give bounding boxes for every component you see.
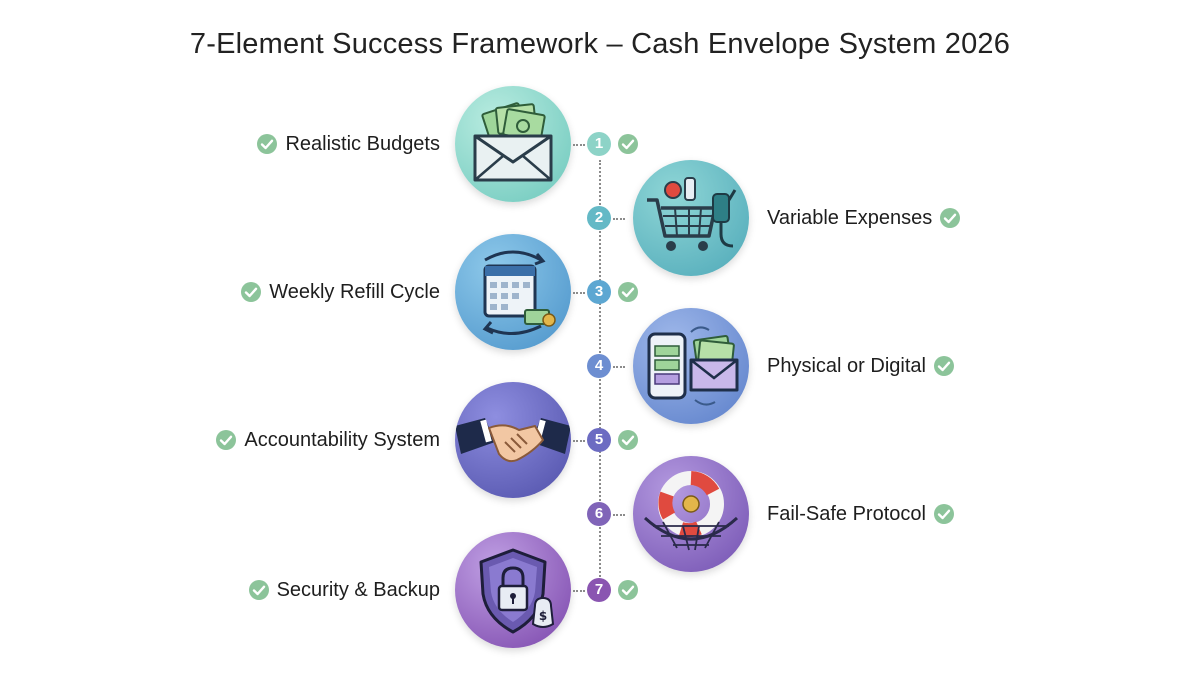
lifebuoy-net-icon — [643, 471, 739, 551]
check-icon — [241, 282, 262, 302]
bubble-security-backup: $ — [455, 532, 571, 648]
check-icon — [940, 208, 961, 228]
bubble-weekly-refill-cycle — [455, 234, 571, 350]
bubble-accountability-system — [455, 382, 571, 498]
page-title: 7-Element Success Framework – Cash Envel… — [189, 28, 1011, 60]
connector-5 — [573, 440, 585, 442]
envelope-cash-icon — [473, 102, 553, 182]
step-number-2: 2 — [587, 206, 611, 230]
phone-envelope-icon — [647, 326, 739, 406]
check-icon — [248, 580, 269, 600]
calendar-refill-icon — [482, 250, 556, 335]
check-icon — [933, 356, 954, 376]
element-label-fail-safe-protocol: Fail-Safe Protocol — [767, 500, 954, 528]
element-label-text: Fail-Safe Protocol — [767, 502, 926, 525]
connector-4 — [613, 366, 625, 368]
element-label-weekly-refill-cycle: Weekly Refill Cycle — [241, 278, 440, 306]
element-label-physical-or-digital: Physical or Digital — [767, 352, 954, 380]
element-label-text: Security & Backup — [276, 578, 440, 601]
element-label-security-backup: Security & Backup — [248, 576, 440, 604]
step-number-7: 7 — [587, 578, 611, 602]
shield-lock-icon: $ — [479, 548, 555, 634]
element-label-accountability-system: Accountability System — [216, 426, 440, 454]
element-label-text: Physical or Digital — [767, 354, 926, 377]
check-icon — [933, 504, 954, 524]
bubble-variable-expenses — [633, 160, 749, 276]
step-number-5: 5 — [587, 428, 611, 452]
check-icon — [618, 134, 638, 154]
step-number-1: 1 — [587, 132, 611, 156]
check-icon — [618, 430, 638, 450]
connector-1 — [573, 144, 585, 146]
element-label-variable-expenses: Variable Expenses — [767, 204, 961, 232]
connector-2 — [613, 218, 625, 220]
check-icon — [216, 430, 237, 450]
step-number-6: 6 — [587, 502, 611, 526]
element-label-text: Weekly Refill Cycle — [269, 280, 440, 303]
element-label-realistic-budgets: Realistic Budgets — [257, 130, 440, 158]
check-icon — [618, 580, 638, 600]
shopping-cart-fuel-icon — [647, 177, 737, 251]
element-label-text: Accountability System — [244, 428, 440, 451]
step-number-4: 4 — [587, 354, 611, 378]
step-number-3: 3 — [587, 280, 611, 304]
bubble-realistic-budgets — [455, 86, 571, 202]
connector-3 — [573, 292, 585, 294]
connector-7 — [573, 590, 585, 592]
connector-6 — [613, 514, 625, 516]
element-label-text: Variable Expenses — [767, 206, 933, 229]
element-label-text: Realistic Budgets — [285, 132, 440, 155]
handshake-icon — [455, 418, 571, 463]
bubble-fail-safe-protocol — [633, 456, 749, 572]
svg-text:$: $ — [539, 609, 547, 623]
check-icon — [257, 134, 278, 154]
check-icon — [618, 282, 638, 302]
bubble-physical-or-digital — [633, 308, 749, 424]
